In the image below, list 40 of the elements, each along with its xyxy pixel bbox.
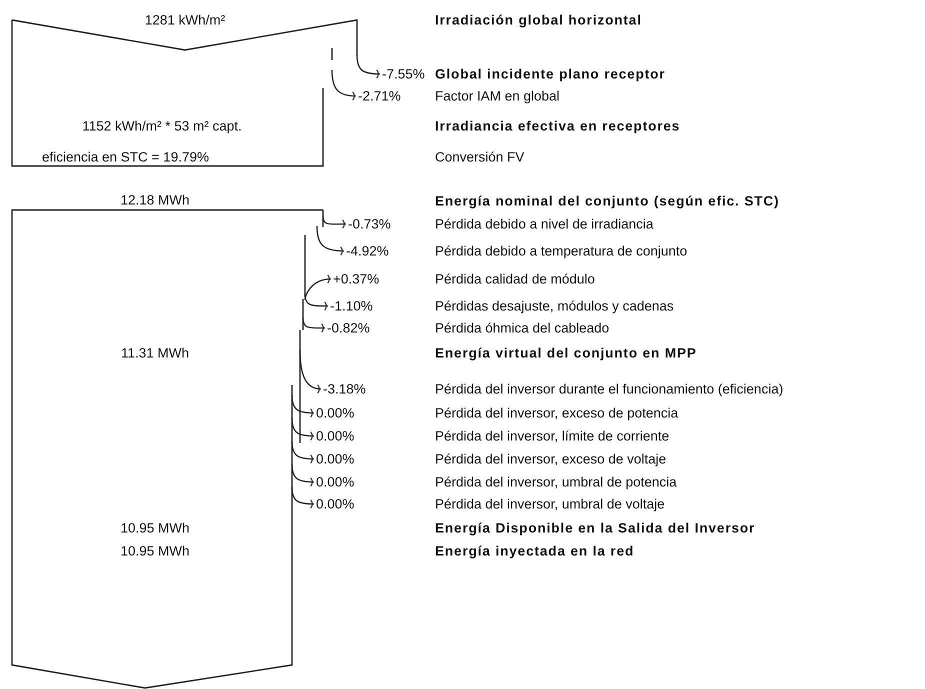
energy-value: 1281 kWh/m² [144,12,226,28]
loss-percentage: 0.00% [316,474,354,490]
loss-percentage: 0.00% [316,428,354,444]
step-description: Pérdida del inversor, umbral de potencia [435,474,677,490]
step-description: Energía virtual del conjunto en MPP [435,346,697,360]
step-description: eficiencia en STC = 19.79% [42,150,209,164]
step-description: Pérdida del inversor, exceso de voltaje [435,452,666,466]
step-description: Energía Disponible en la Salida del Inversor [435,520,756,536]
step-description: Pérdida óhmica del cableado [435,320,610,336]
energy-value: 12.18 MWh [120,192,190,208]
loss-percentage: 0.00% [316,496,354,512]
step-description: Pérdida del inversor, exceso de potencia [435,406,678,420]
loss-percentage: -0.82% [327,320,370,336]
step-description: Pérdida del inversor durante el funcionamiento (eficiencia) [435,382,784,396]
step-description: Pérdida calidad de módulo [435,272,595,286]
energy-value: 11.31 MWh [120,346,190,360]
step-description: Conversión FV [435,150,524,164]
loss-percentage: -2.71% [358,88,401,104]
step-description: Global incidente plano receptor [435,66,666,82]
step-description: Energía inyectada en la red [435,544,634,558]
step-description: Factor IAM en global [435,88,560,104]
loss-percentage: +0.37% [333,272,380,286]
loss-percentage: -4.92% [346,244,389,258]
step-description: Energía nominal del conjunto (según efic. STC) [435,194,780,208]
loss-percentage: -0.73% [348,216,391,232]
step-description: Irradiancia efectiva en receptores [435,118,680,134]
step-description: Pérdida debido a temperatura de conjunto [435,244,688,258]
loss-percentage: 0.00% [316,406,354,420]
step-description: Pérdida debido a nivel de irradiancia [435,216,654,232]
loss-percentage: -1.10% [330,298,373,314]
energy-value: 1152 kWh/m² * 53 m² capt. [82,118,242,134]
energy-value: 10.95 MWh [120,520,190,536]
step-description: Pérdida del inversor, umbral de voltaje [435,496,665,512]
step-description: Pérdidas desajuste, módulos y cadenas [435,298,674,314]
energy-value: 10.95 MWh [120,544,190,558]
loss-percentage: -7.55% [382,66,425,82]
step-description: Irradiación global horizontal [435,12,642,28]
loss-percentage: 0.00% [316,452,354,466]
loss-percentage: -3.18% [323,382,366,396]
step-description: Pérdida del inversor, límite de corriente [435,428,670,444]
